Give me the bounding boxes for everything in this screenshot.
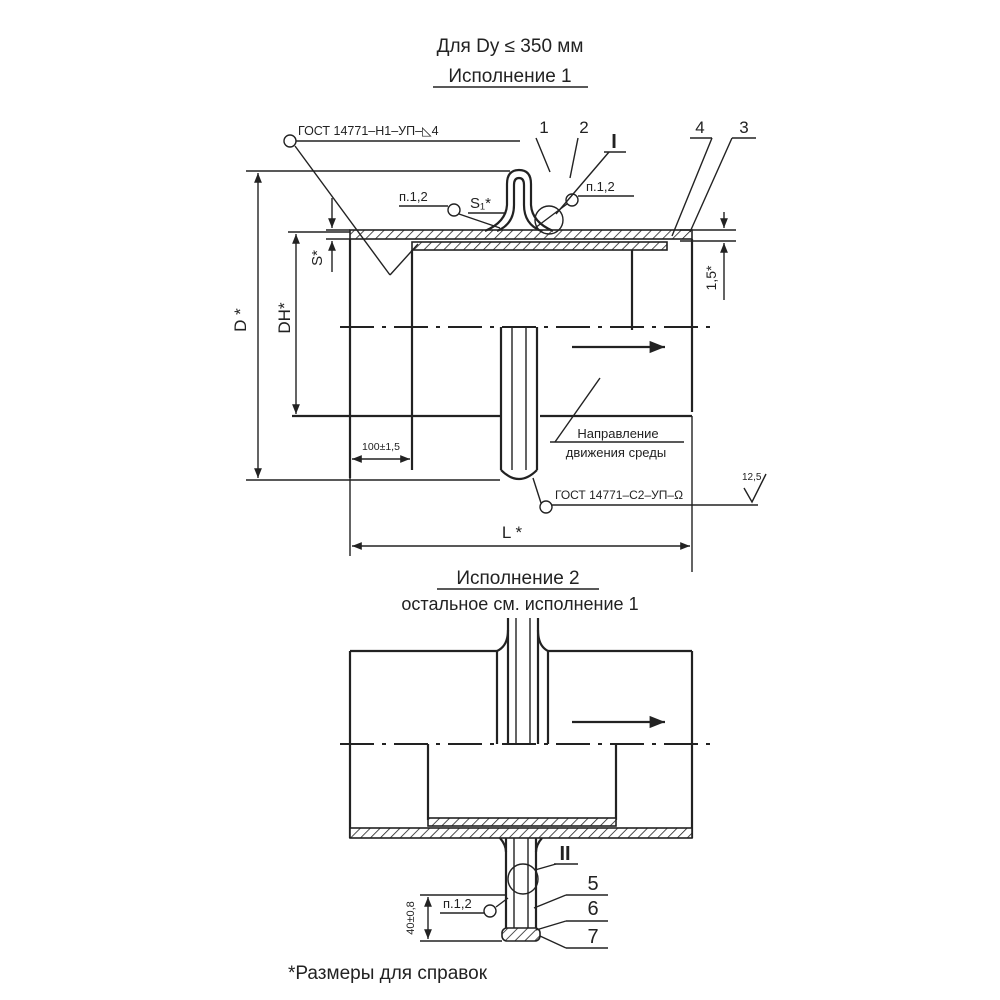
dim-S: S* [309,250,326,266]
note-ref-2: п.1,2 [443,896,472,911]
dim-1-5: 1,5* [703,265,719,290]
detail-mark-II: II [559,843,570,865]
part-number-7: 7 [587,926,598,948]
roughness-value: 12,5 [742,472,762,483]
dim-40: 40±0,8 [405,901,417,935]
note-ref-2-bubble [483,904,497,918]
weld-spec-top: ГОСТ 14771–Н1–УП–◺4 [298,124,439,138]
variant2-title: Исполнение 2 [456,568,579,589]
outer-wall [349,229,693,240]
roughness-symbol [743,473,767,504]
inner-sleeve-2 [427,817,617,827]
note-ref-left-bubble [447,203,461,217]
variant1-title: Исполнение 1 [448,66,571,87]
footnote: *Размеры для справок [288,963,488,984]
part-number-6: 6 [587,898,598,920]
detail-II-circle [507,863,539,895]
dim-D: D * [231,308,250,332]
note-ref-right: п.1,2 [586,179,615,194]
variant2-view: II 5 6 7 п.1,2 40±0,8 [340,618,710,949]
part-number-4: 4 [695,118,704,137]
lower-tube [499,327,539,481]
flow-label-line1: Направление [577,426,658,441]
note-ref-right-bubble [565,193,579,207]
part-number-5: 5 [587,873,598,895]
weld-spec-bottom: ГОСТ 14771–С2–УП–Ω [555,488,683,502]
part-number-3: 3 [739,118,748,137]
dim-DN: DН* [275,302,294,334]
outer-wall-2 [349,827,693,839]
part-number-1: 1 [539,118,548,137]
flow-label-line2: движения среды [566,445,666,460]
dim-L: L * [502,523,523,542]
upper-nozzle [484,168,554,233]
inner-sleeve [411,241,668,251]
detail-mark-I: I [611,131,617,153]
detail-I-circle [534,205,564,235]
weld-bottom-bubble [539,500,553,514]
condition-title: Для Dу ≤ 350 мм [437,36,584,57]
variant2-subtitle: остальное см. исполнение 1 [401,594,638,614]
bottom-stub [499,837,543,942]
dim-100: 100±1,5 [362,441,400,453]
variant1-view: ГОСТ 14771–Н1–УП–◺4 1 2 4 3 I п.1,2 п.1,… [231,118,767,572]
weld-top-bubble [283,134,297,148]
note-ref-left: п.1,2 [399,189,428,204]
part-number-2: 2 [579,118,588,137]
thickness-label: S₁* [470,195,491,212]
